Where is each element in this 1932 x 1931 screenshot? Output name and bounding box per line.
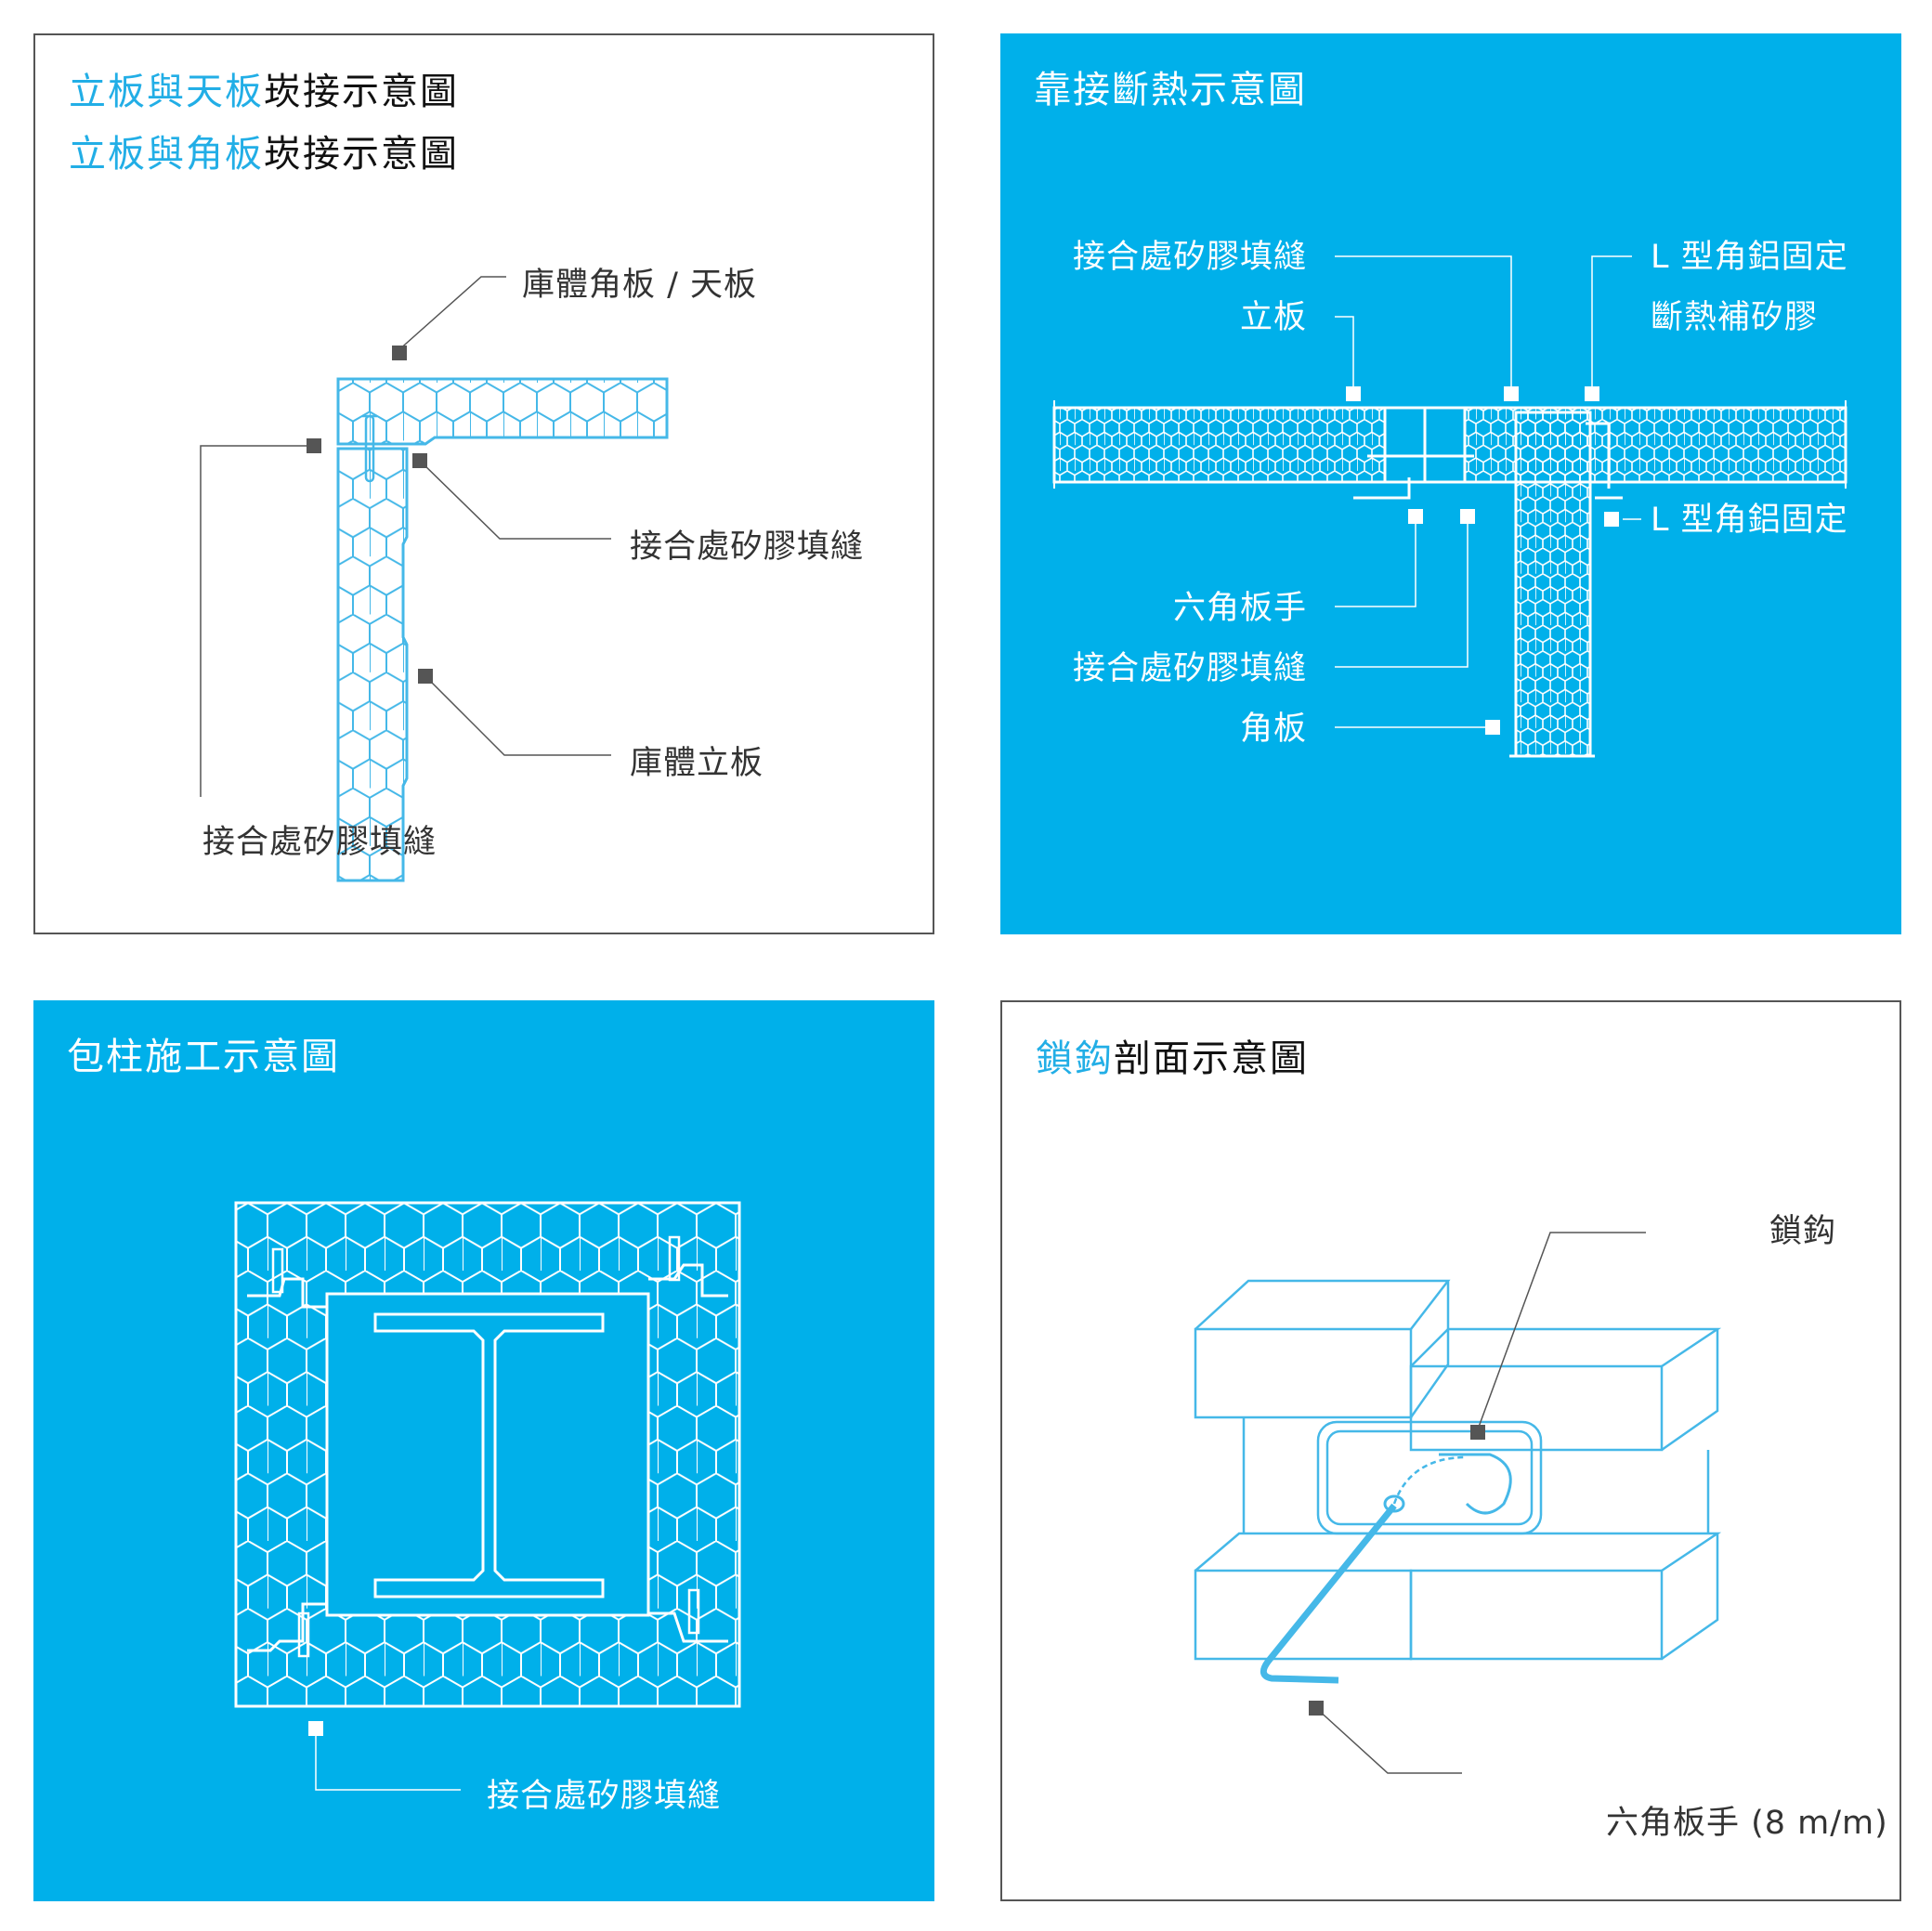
label-l-bracket-bottom: L 型角鋁固定 xyxy=(1651,502,1848,539)
corner-title-1-accent: 立板與天板 xyxy=(69,71,264,113)
label-hook: 鎖鈎 xyxy=(1769,1213,1837,1250)
lock-hook-drawing xyxy=(1194,1232,1722,1774)
l-bracket-bottom-marker xyxy=(1604,512,1619,527)
l-bracket-top-shape xyxy=(1586,422,1611,489)
label-wall-panel: 庫體立板 xyxy=(630,745,764,782)
column-cavity xyxy=(325,1292,650,1617)
label-joint-inner: 接合處矽膠填縫 xyxy=(630,528,865,566)
corner-panel-marker xyxy=(1485,720,1500,735)
top-panel-marker xyxy=(392,346,407,360)
top-panel-shape xyxy=(336,377,669,446)
wall-panel-shape xyxy=(336,447,409,882)
label-wall: 立板 xyxy=(1239,299,1307,336)
hook-marker xyxy=(1470,1425,1485,1440)
upper-left-block xyxy=(1194,1327,1413,1419)
joint-inner-marker xyxy=(412,453,427,468)
hex-wrench-shape xyxy=(1260,1503,1397,1684)
corner-title-1-rest: 崁接示意圖 xyxy=(264,71,459,113)
wrench-marker xyxy=(1309,1701,1324,1716)
corner-title-line-1: 立板與天板崁接示意圖 xyxy=(69,61,459,115)
h-beam-shape xyxy=(373,1312,605,1598)
hook-shape xyxy=(1439,1453,1512,1515)
corner-joint-drawing xyxy=(200,276,669,882)
column-wrap-drawing xyxy=(234,1201,741,1791)
column-title: 包柱施工示意圖 xyxy=(67,1036,340,1078)
label-column-joint: 接合處矽膠填縫 xyxy=(487,1778,722,1815)
label-joint-outer: 接合處矽膠填縫 xyxy=(202,824,437,861)
corner-title-2-accent: 立板與角板 xyxy=(69,133,264,176)
corner-title-line-2: 立板與角板崁接示意圖 xyxy=(69,124,459,177)
label-joint-bottom: 接合處矽膠填縫 xyxy=(1072,650,1307,687)
label-top-panel: 庫體角板 / 天板 xyxy=(522,267,758,304)
wall-panel-marker xyxy=(418,669,433,684)
label-corner-panel: 角板 xyxy=(1239,711,1307,748)
label-thermal-silicone: 斷熱補矽膠 xyxy=(1651,299,1819,336)
joint-top-marker xyxy=(1504,386,1519,401)
joint-bottom-marker xyxy=(1460,509,1475,524)
lock-housing xyxy=(1316,1420,1543,1535)
thermal-break-panel: 靠接斷熱示意圖 接合處矽膠填縫 立板 L xyxy=(1000,33,1901,934)
lock-hook-panel: 鎖鈎剖面示意圖 xyxy=(1000,1000,1901,1901)
left-wall-panel-shape xyxy=(1052,406,1387,484)
column-wrap-panel: 包柱施工示意圖 接合處矽膠填縫 xyxy=(33,1000,934,1901)
column-joint-marker xyxy=(308,1721,323,1736)
thermal-break-drawing xyxy=(1052,255,1847,758)
lock-title-rest: 剖面示意圖 xyxy=(1114,1037,1309,1080)
corner-panel-shape xyxy=(1514,411,1592,758)
upper-right-block xyxy=(1409,1364,1664,1452)
joint-outer-marker xyxy=(307,438,321,453)
corner-joint-panel: 立板與天板崁接示意圖 立板與角板崁接示意圖 庫體角板 / 天板 接合處矽膠填縫 … xyxy=(33,33,934,934)
corner-title-2-rest: 崁接示意圖 xyxy=(264,133,459,176)
thermal-title: 靠接斷熱示意圖 xyxy=(1034,69,1307,111)
label-joint-top: 接合處矽膠填縫 xyxy=(1072,239,1307,276)
lock-title-accent: 鎖鈎 xyxy=(1036,1037,1114,1080)
label-l-bracket-top: L 型角鋁固定 xyxy=(1651,239,1848,276)
l-bracket-top-marker xyxy=(1585,386,1599,401)
lower-right-block xyxy=(1409,1569,1664,1661)
label-wrench: 六角板手 (8 m/m) xyxy=(1606,1805,1888,1842)
wall-marker xyxy=(1346,386,1361,401)
hex-wrench-marker xyxy=(1408,509,1423,524)
lock-title: 鎖鈎剖面示意圖 xyxy=(1036,1028,1309,1082)
label-hex-wrench: 六角板手 xyxy=(1172,590,1307,627)
